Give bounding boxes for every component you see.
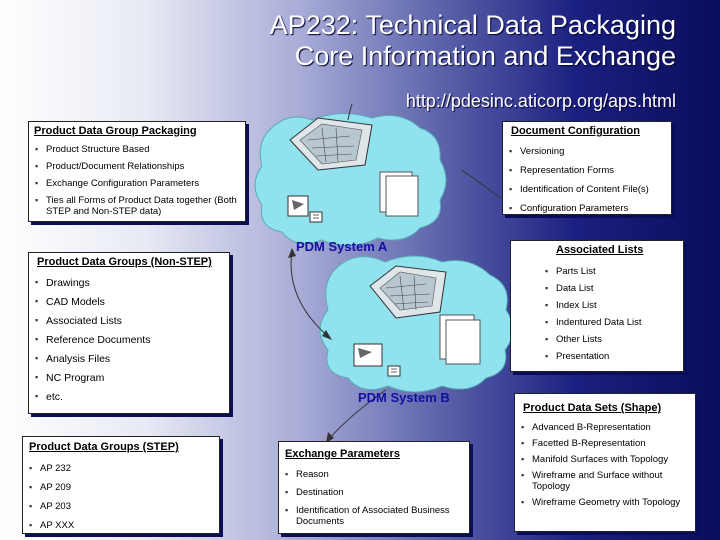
pdm-system-a-label: PDM System A xyxy=(296,239,388,254)
list-item: Advanced B-Representation xyxy=(521,422,691,433)
list-item: Analysis Files xyxy=(35,353,150,365)
non-step-box: Product Data Groups (Non-STEP) Drawings … xyxy=(28,252,230,414)
list-item: Identification of Associated Business Do… xyxy=(285,505,467,527)
list-item: Wireframe and Surface without Topology xyxy=(521,470,691,492)
list-item: NC Program xyxy=(35,372,150,384)
title-line-2: Core Information and Exchange xyxy=(294,41,676,71)
list-item: Representation Forms xyxy=(509,165,649,176)
list-item: Associated Lists xyxy=(35,315,150,327)
list-item: Product Structure Based xyxy=(35,144,240,155)
pdm-system-b-label: PDM System B xyxy=(358,390,450,405)
list-item: Reference Documents xyxy=(35,334,150,346)
shape-title: Product Data Sets (Shape) xyxy=(523,402,662,414)
list-item: Facetted B-Representation xyxy=(521,438,691,449)
list-item: Product/Document Relationships xyxy=(35,161,240,172)
exchange-list: Reason Destination Identification of Ass… xyxy=(285,469,467,527)
sync-arrow xyxy=(290,249,331,339)
list-item: Manifold Surfaces with Topology xyxy=(521,454,691,465)
doc-config-box: Document Configuration Versioning Repres… xyxy=(502,121,672,215)
doc-config-title: Document Configuration xyxy=(511,125,640,137)
step-title: Product Data Groups (STEP) xyxy=(29,441,179,453)
list-item: Index List xyxy=(545,300,642,311)
list-item: etc. xyxy=(35,391,150,403)
list-item: AP 232 xyxy=(29,463,74,474)
list-item: AP 203 xyxy=(29,501,74,512)
exchange-title: Exchange Parameters xyxy=(285,448,400,460)
list-item: Destination xyxy=(285,487,467,498)
non-step-title: Product Data Groups (Non-STEP) xyxy=(37,256,212,268)
assoc-lists-box: Associated Lists Parts List Data List In… xyxy=(510,240,684,372)
list-item: Reason xyxy=(285,469,467,480)
step-list: AP 232 AP 209 AP 203 AP XXX xyxy=(29,463,74,531)
list-item: Wireframe Geometry with Topology xyxy=(521,497,691,508)
list-item: AP 209 xyxy=(29,482,74,493)
exchange-arrow xyxy=(327,389,387,441)
doc-arrow xyxy=(461,169,501,199)
list-item: Parts List xyxy=(545,266,642,277)
step-box: Product Data Groups (STEP) AP 232 AP 209… xyxy=(22,436,220,534)
doc-config-list: Versioning Representation Forms Identifi… xyxy=(509,146,649,214)
workstation-a-icon xyxy=(287,117,373,223)
list-item: Ties all Forms of Product Data together … xyxy=(35,195,240,217)
assoc-lists-title: Associated Lists xyxy=(556,244,644,256)
list-item: Indentured Data List xyxy=(545,317,642,328)
exchange-box: Exchange Parameters Reason Destination I… xyxy=(278,441,470,534)
list-item: Identification of Content File(s) xyxy=(509,184,649,195)
packaging-box: Product Data Group Packaging Product Str… xyxy=(28,121,246,222)
list-item: Other Lists xyxy=(545,334,642,345)
list-item: Versioning xyxy=(509,146,649,157)
packaging-list: Product Structure Based Product/Document… xyxy=(35,144,240,217)
non-step-list: Drawings CAD Models Associated Lists Ref… xyxy=(35,277,150,403)
list-item: Configuration Parameters xyxy=(509,203,649,214)
list-item: AP XXX xyxy=(29,520,74,531)
list-item: CAD Models xyxy=(35,296,150,308)
assoc-lists-list: Parts List Data List Index List Indentur… xyxy=(545,266,642,362)
workstation-b-icon xyxy=(353,265,481,377)
list-item: Drawings xyxy=(35,277,150,289)
list-item: Exchange Configuration Parameters xyxy=(35,178,240,189)
shape-box: Product Data Sets (Shape) Advanced B-Rep… xyxy=(514,393,696,532)
url-link[interactable]: http://pdesinc.aticorp.org/aps.html xyxy=(405,91,676,111)
slide-title: AP232: Technical Data Packaging Core Inf… xyxy=(0,10,676,72)
list-item: Presentation xyxy=(545,351,642,362)
list-item: Data List xyxy=(545,283,642,294)
packaging-title: Product Data Group Packaging xyxy=(34,125,197,137)
title-line-1: AP232: Technical Data Packaging xyxy=(269,10,676,40)
shape-list: Advanced B-Representation Facetted B-Rep… xyxy=(521,422,691,508)
